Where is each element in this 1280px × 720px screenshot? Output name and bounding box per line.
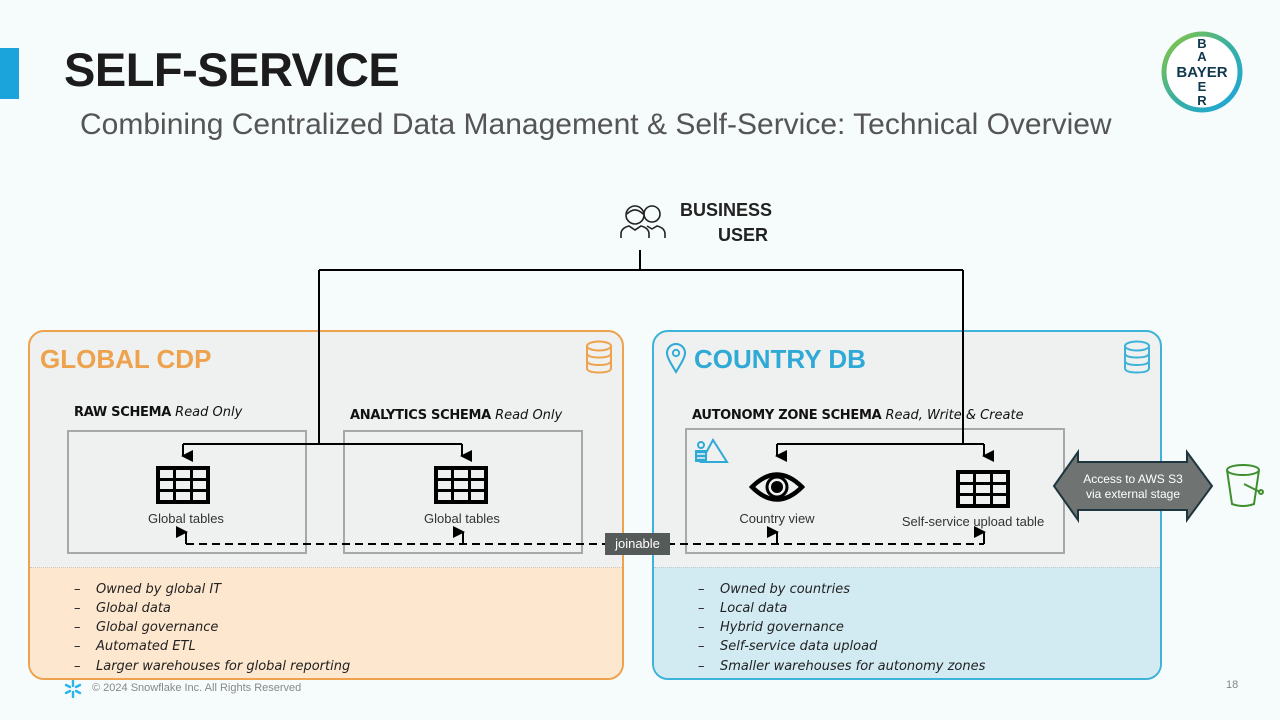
bullet-item: Local data	[698, 599, 985, 618]
country-db-bullets: Owned by countries Local data Hybrid gov…	[698, 580, 985, 676]
snowflake-logo-icon	[64, 680, 82, 698]
aws-access-line2: via external stage	[1085, 487, 1181, 501]
analytics-schema-label: ANALYTICS SCHEMA Read Only	[350, 408, 562, 423]
global-tables-label: Global tables	[424, 511, 500, 526]
global-cdp-footer: Owned by global IT Global data Global go…	[30, 567, 622, 678]
country-db-footer: Owned by countries Local data Hybrid gov…	[654, 567, 1160, 678]
bullet-item: Owned by countries	[698, 580, 985, 599]
bullet-item: Global data	[74, 599, 350, 618]
business-user-line2: USER	[718, 225, 769, 245]
aws-access-line1: Access to AWS S3	[1083, 472, 1183, 486]
raw-schema-name: RAW SCHEMA	[74, 405, 172, 420]
table-icon	[956, 470, 1010, 508]
users-icon	[620, 205, 666, 238]
bullet-item: Smaller warehouses for autonomy zones	[698, 657, 985, 676]
raw-schema-label: RAW SCHEMA Read Only	[74, 405, 242, 420]
svg-text:R: R	[1197, 93, 1207, 108]
business-user-line1: BUSINESS	[680, 200, 773, 220]
bullet-item: Automated ETL	[74, 637, 350, 656]
joinable-label: joinable	[605, 533, 670, 555]
autonomy-schema-label: AUTONOMY ZONE SCHEMA Read, Write & Creat…	[692, 408, 1024, 423]
eye-icon	[749, 472, 805, 502]
copyright: © 2024 Snowflake Inc. All Rights Reserve…	[92, 682, 302, 694]
country-view-label: Country view	[739, 511, 815, 526]
global-cdp-bullets: Owned by global IT Global data Global go…	[74, 580, 350, 676]
business-user-label: BUSINESS USER	[680, 198, 772, 248]
bullet-item: Hybrid governance	[698, 618, 985, 637]
database-icon	[586, 340, 612, 374]
page-number: 18	[1226, 679, 1239, 691]
bullet-item: Global governance	[74, 618, 350, 637]
analytics-schema-name: ANALYTICS SCHEMA	[350, 408, 491, 423]
table-icon	[156, 466, 210, 504]
analytics-schema-box	[343, 430, 583, 554]
global-cdp-panel: GLOBAL CDP Owned by global IT Global dat…	[28, 330, 624, 680]
autonomy-zone-icon	[695, 438, 729, 463]
bullet-item: Larger warehouses for global reporting	[74, 657, 350, 676]
global-cdp-title: GLOBAL CDP	[40, 344, 212, 374]
autonomy-schema-name: AUTONOMY ZONE SCHEMA	[692, 408, 882, 423]
location-pin-icon	[665, 343, 687, 374]
bullet-item: Owned by global IT	[74, 580, 350, 599]
page-subtitle: Combining Centralized Data Management & …	[80, 108, 1112, 141]
raw-schema-box	[67, 430, 307, 554]
svg-text:A: A	[1197, 49, 1207, 64]
svg-text:BAYER: BAYER	[1176, 64, 1227, 81]
raw-schema-access: Read Only	[175, 405, 243, 420]
table-icon	[434, 466, 488, 504]
autonomy-schema-access: Read, Write & Create	[885, 408, 1024, 423]
bullet-item: Self-service data upload	[698, 637, 985, 656]
global-tables-label: Global tables	[148, 511, 224, 526]
svg-text:E: E	[1198, 79, 1207, 94]
analytics-schema-access: Read Only	[495, 408, 563, 423]
bayer-logo: BAYER B A E R	[1161, 31, 1243, 113]
svg-text:B: B	[1197, 36, 1206, 51]
aws-access-label: Access to AWS S3 via external stage	[1068, 472, 1198, 502]
s3-bucket-icon	[1226, 464, 1264, 507]
database-icon	[1124, 340, 1150, 374]
country-db-title: COUNTRY DB	[694, 344, 866, 374]
upload-table-label: Self-service upload table	[901, 514, 1045, 529]
accent-bar	[0, 48, 19, 99]
page-title: SELF-SERVICE	[64, 43, 400, 96]
